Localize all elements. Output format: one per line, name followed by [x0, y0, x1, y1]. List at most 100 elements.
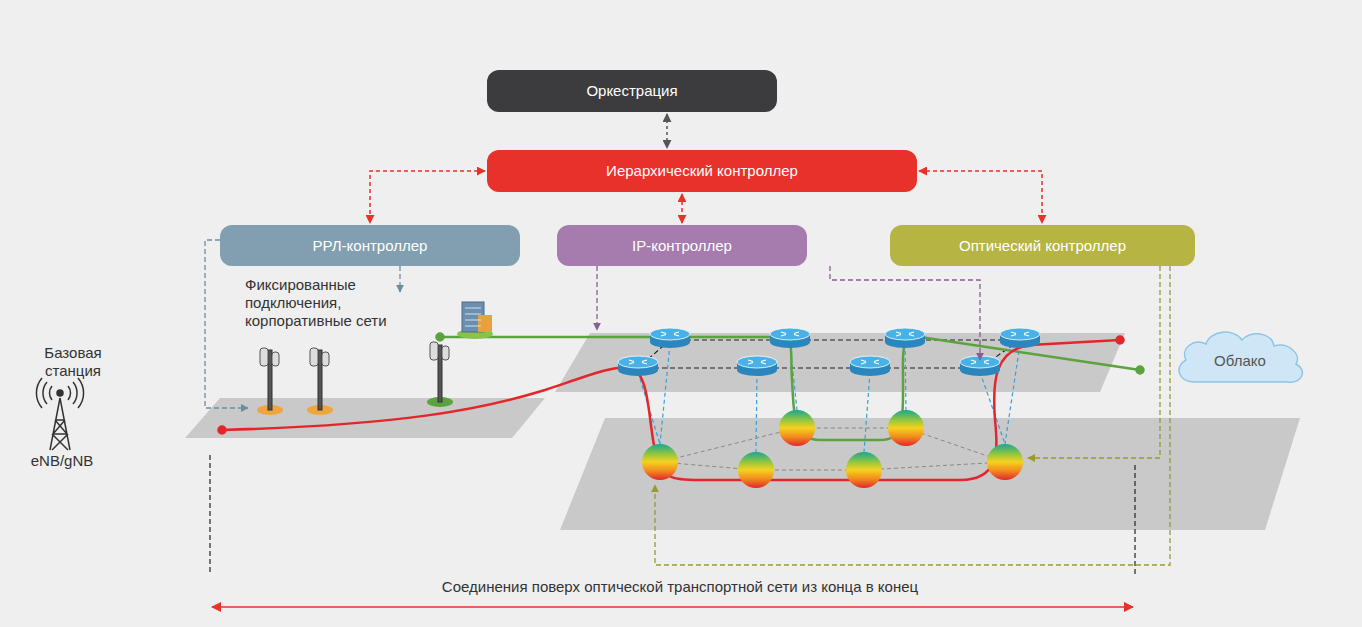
- control-links-part: [596, 266, 597, 330]
- base-station-icon-part: [57, 390, 63, 396]
- radio-relay-antennas-part-part: [318, 350, 322, 410]
- optical-ring-part: [660, 428, 1005, 470]
- span-caption: Соединения поверх оптической транспортно…: [300, 578, 1060, 596]
- building-icon-part-part: [465, 314, 481, 315]
- building-icon-part: [465, 308, 481, 326]
- radio-relay-antennas-part-part: [272, 352, 279, 366]
- router-icon: [770, 328, 810, 348]
- radio-relay-antennas-part-part: [442, 346, 449, 360]
- router-icon-part: [1011, 332, 1029, 336]
- radio-relay-antennas-part: [268, 345, 442, 410]
- router-icon: [885, 328, 925, 348]
- control-links: [205, 240, 1170, 565]
- controller-box: РРЛ-контроллер: [220, 225, 520, 266]
- network-planes-part: [555, 333, 1125, 392]
- optical-nodes: [642, 410, 1023, 488]
- router-icon: [1000, 328, 1040, 348]
- radio-relay-antennas-part-part: [260, 348, 268, 366]
- service-path-green-part: [1137, 367, 1144, 374]
- service-path-red-part: [219, 427, 226, 434]
- router-icon: [850, 356, 890, 376]
- router-icon-part: [661, 332, 679, 336]
- control-connector: [919, 171, 1042, 223]
- optical-ring: [660, 428, 1005, 470]
- router-icon-part: [618, 356, 658, 368]
- router-icon-part: [737, 356, 777, 368]
- ip-routers: [618, 328, 1040, 376]
- controller-box: Иерархический контроллер: [487, 150, 917, 192]
- base-station-icon-part: [36, 378, 83, 408]
- router-icon-part: [748, 360, 766, 364]
- optical-node: [738, 452, 774, 488]
- service-path-red-part: [1117, 337, 1124, 344]
- annotation-text: Фиксированные подключения, корпоративные…: [245, 276, 405, 330]
- network-planes: [185, 333, 1300, 530]
- service-path-red-part: [222, 340, 1120, 480]
- radio-relay-antennas-part-part: [438, 345, 442, 402]
- building-icon: [457, 302, 493, 339]
- optical-node: [846, 452, 882, 488]
- control-links-part: [830, 266, 980, 360]
- building-icon-part: [478, 315, 492, 332]
- control-connector: [681, 194, 683, 223]
- router-icon-part: [850, 356, 890, 368]
- layer-links-part: [980, 372, 1005, 444]
- router-icon-part: [896, 332, 914, 336]
- optical-node: [779, 410, 815, 446]
- orchestration-box: Оркестрация: [487, 70, 777, 112]
- node-text: Оркестрация: [586, 82, 677, 100]
- router-icon-part: [861, 360, 879, 364]
- control-connector: [370, 171, 485, 223]
- layer-links-part: [660, 344, 670, 444]
- router-icon-part: [781, 332, 799, 336]
- ip-mesh-part: [638, 367, 980, 368]
- base-station-label: Базовая станция: [28, 344, 118, 380]
- service-path-green-part: [437, 334, 444, 341]
- control-links-part: [399, 266, 400, 292]
- end-to-end-span-part: [1134, 465, 1135, 575]
- end-to-end-span-part: [209, 455, 210, 575]
- building-icon-part-part: [465, 308, 481, 309]
- layer-links: [638, 344, 1020, 452]
- cloud-shape: Облако: [1172, 326, 1308, 388]
- optical-node: [888, 410, 924, 446]
- node-text: IP-контроллер: [632, 237, 732, 255]
- node-text: Иерархический контроллер: [606, 162, 798, 180]
- base-station-type: eNB/gNB: [22, 452, 102, 470]
- node-text: Облако: [1214, 352, 1266, 370]
- router-icon-part: [885, 328, 925, 340]
- base-station-icon-part: [50, 398, 70, 450]
- control-links-part: [655, 266, 1170, 565]
- controller-box: Оптический контроллер: [890, 225, 1195, 266]
- controller-box: IP-контроллер: [557, 225, 807, 266]
- router-icon-part: [770, 328, 810, 340]
- building-icon-part-part: [465, 320, 481, 321]
- layer-links-part: [1005, 344, 1020, 444]
- radio-relay-antennas-part-part: [310, 348, 318, 366]
- radio-relay-antennas-part-part: [322, 352, 329, 366]
- control-links-part: [1028, 266, 1160, 458]
- radio-relay-antennas-part-part: [268, 350, 272, 410]
- network-planes-part: [560, 418, 1300, 530]
- router-icon-part: [971, 360, 989, 364]
- layer-links-part: [756, 372, 757, 452]
- router-icon: [650, 328, 690, 348]
- cloud-outline-path: [1179, 332, 1302, 382]
- router-icon: [618, 356, 658, 376]
- layer-links-part: [905, 344, 906, 410]
- router-icon-part: [1000, 328, 1040, 340]
- router-icon: [737, 356, 777, 376]
- router-icon-part: [650, 328, 690, 340]
- end-to-end-span: [210, 455, 1135, 607]
- base-station-icon: [36, 378, 83, 450]
- end-to-end-span-part: [212, 606, 1133, 608]
- node-text: РРЛ-контроллер: [313, 237, 428, 255]
- optical-node: [987, 444, 1023, 480]
- optical-node: [642, 444, 678, 480]
- router-icon-part: [629, 360, 647, 364]
- radio-relay-antennas-part-part: [430, 342, 438, 360]
- ip-mesh-part: [670, 339, 1020, 340]
- building-icon-part-part: [465, 326, 481, 327]
- control-connector: [666, 114, 668, 148]
